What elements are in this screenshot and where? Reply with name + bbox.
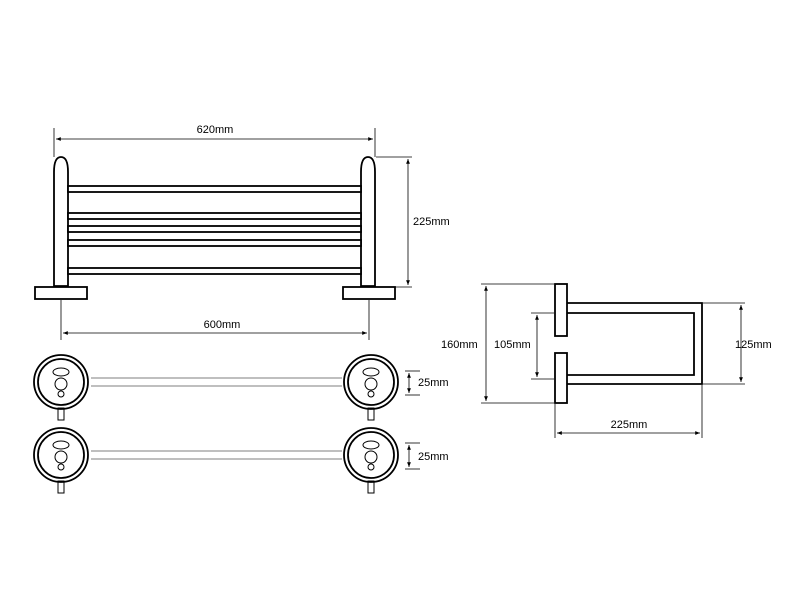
dim-height: 225mm: [376, 156, 456, 288]
label-25-upper: 25mm: [418, 377, 449, 389]
left-base-plate: [34, 286, 88, 300]
screw: [57, 480, 65, 494]
left-post: [53, 156, 69, 287]
shelf-bar: [67, 185, 362, 193]
right-post: [360, 156, 376, 287]
shelf-bar: [67, 267, 362, 275]
left-flange: [33, 354, 89, 410]
dim-total-height: 160mm: [441, 283, 554, 404]
dim-mount-width: 600mm: [60, 300, 370, 340]
top-view-rail-upper: 25mm: [33, 354, 449, 421]
dim-bar-lower: 25mm: [405, 442, 449, 470]
dim-bar-height: 125mm: [703, 302, 772, 385]
bracket-outer: [567, 302, 703, 385]
side-view: 160mm 105mm 125mm 225mm: [441, 283, 772, 438]
shelf-bars: [67, 185, 362, 275]
left-flange: [33, 427, 89, 483]
label-105: 105mm: [494, 339, 531, 351]
label-225-height: 225mm: [413, 216, 450, 228]
label-225-depth: 225mm: [611, 419, 648, 431]
screw: [367, 407, 375, 421]
right-base-plate: [342, 286, 396, 300]
right-flange: [343, 354, 399, 410]
lower-mount-plate: [554, 352, 568, 404]
label-620: 620mm: [197, 124, 234, 136]
dim-depth: 225mm: [554, 385, 703, 438]
right-flange: [343, 427, 399, 483]
upper-mount-plate: [554, 283, 568, 337]
label-600: 600mm: [204, 319, 241, 331]
label-160: 160mm: [441, 339, 478, 351]
top-view-rail-lower: 25mm: [33, 427, 449, 494]
bracket-inner: [567, 312, 695, 376]
label-25-lower: 25mm: [418, 451, 449, 463]
dim-bar-upper: 25mm: [405, 370, 449, 396]
label-125: 125mm: [735, 339, 772, 351]
front-view: 620mm 225mm 600mm: [34, 124, 456, 340]
dim-overall-width: 620mm: [53, 124, 376, 157]
shelf-bar: [67, 225, 362, 233]
shelf-bar: [67, 212, 362, 220]
screw: [367, 480, 375, 494]
dim-mount-gap: 105mm: [494, 312, 554, 380]
shelf-bar: [67, 239, 362, 247]
screw: [57, 407, 65, 421]
